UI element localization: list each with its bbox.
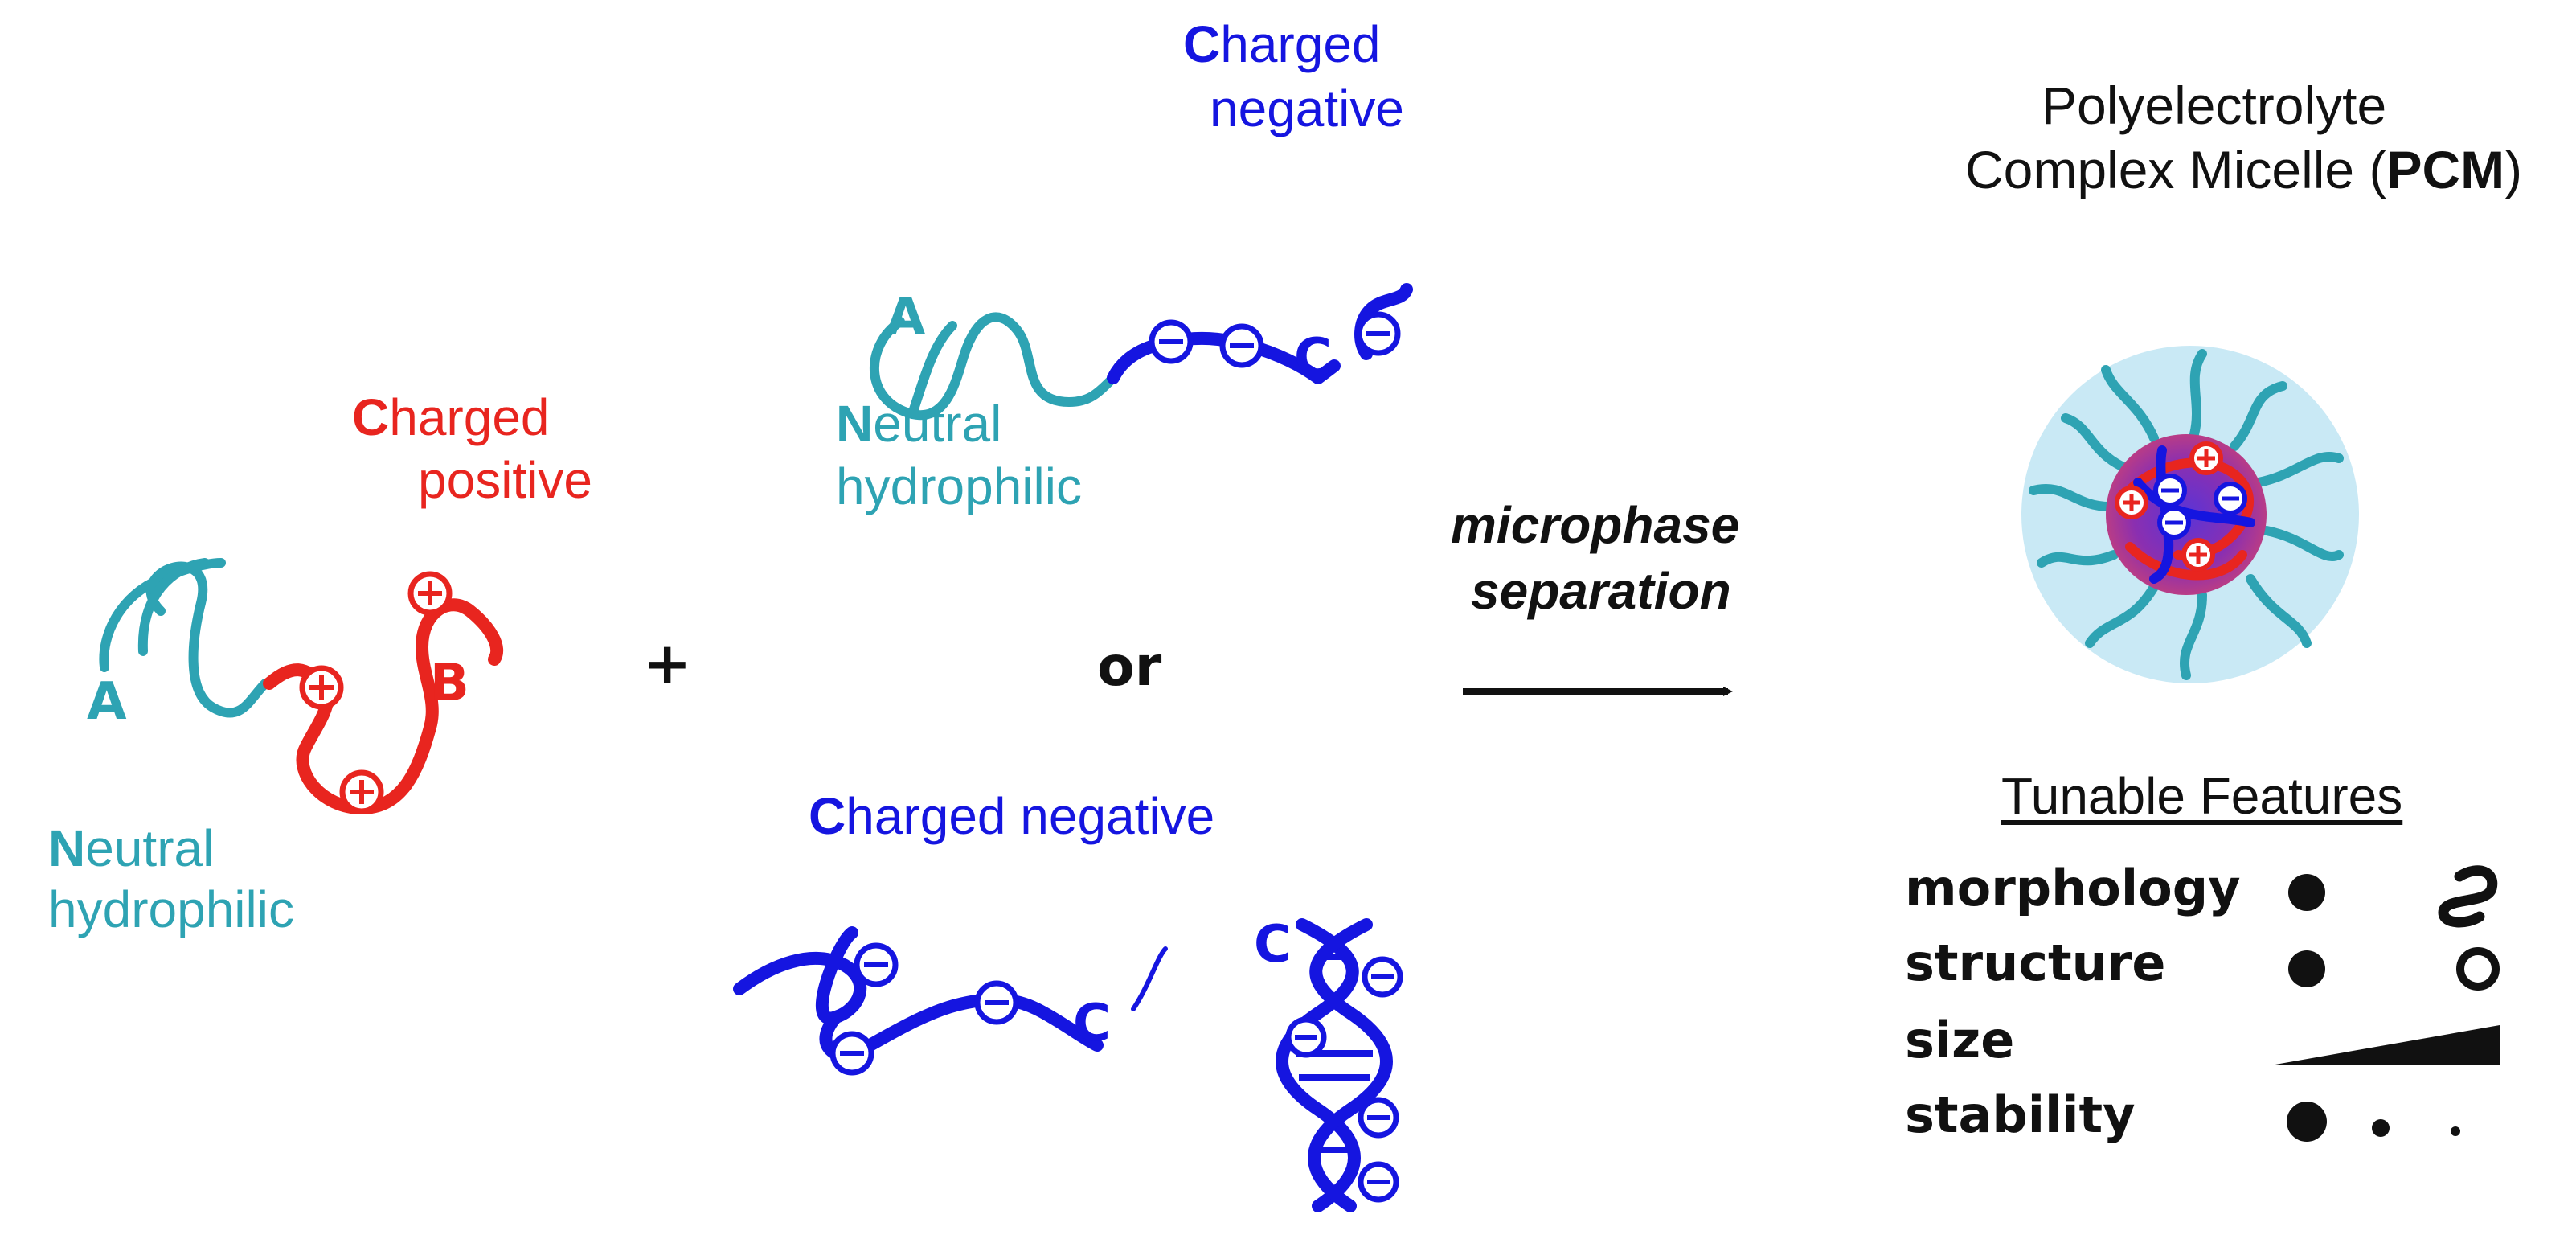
positive-charge-icon	[299, 665, 344, 710]
top-neutral-label-line2: hydrophilic	[836, 457, 1082, 515]
negative-charge-icon	[974, 980, 1019, 1025]
top-block-c-label: C	[1294, 328, 1332, 388]
bottom-charged-label: Charged negative	[809, 787, 1215, 845]
or-text: or	[1097, 635, 1162, 699]
bottom-homopolymer	[733, 918, 1403, 1212]
small-dot-icon	[2451, 1126, 2460, 1136]
feature-structure: structure	[1905, 933, 2166, 992]
negative-charge-icon	[829, 1031, 874, 1076]
vesicle-icon	[2456, 947, 2500, 991]
negative-charge-icon	[2214, 482, 2247, 515]
left-neutral-strand-2	[137, 558, 210, 656]
negative-charge-icon	[1358, 1161, 1399, 1203]
negative-charge-icon	[1358, 1097, 1399, 1139]
medium-dot-icon	[2372, 1119, 2390, 1137]
positive-charge-icon	[407, 571, 453, 616]
negative-charge-icon	[2153, 474, 2187, 507]
filled-core-icon	[2288, 950, 2325, 987]
positive-charge-icon	[2189, 441, 2223, 475]
top-neutral-label: Neutral	[836, 395, 1002, 453]
structure-symbols	[2288, 947, 2500, 991]
feature-stability: stability	[1905, 1085, 2136, 1144]
top-charged-label: Charged	[1183, 15, 1381, 73]
negative-charge-icon	[1362, 956, 1403, 998]
plus-sign: +	[643, 630, 692, 697]
arrow-label-line1: microphase	[1451, 496, 1740, 554]
features-heading: Tunable Features	[2001, 767, 2403, 825]
sphere-icon	[2288, 874, 2325, 911]
left-neutral-block	[99, 558, 270, 718]
top-charged-label-line2: negative	[1210, 80, 1404, 137]
polyelectrolyte-complex-micelle-icon	[2021, 346, 2359, 683]
left-neutral-label: Neutral	[48, 819, 215, 877]
large-dot-icon	[2287, 1102, 2327, 1142]
negative-charge-icon	[1285, 1016, 1327, 1058]
morphology-symbols	[2288, 865, 2498, 928]
arrow-label-line2: separation	[1471, 562, 1731, 620]
stability-symbols	[2287, 1102, 2460, 1142]
top-block-a-label: A	[886, 288, 926, 347]
left-block-a-label: A	[87, 672, 127, 732]
bottom-block-c-label: C	[1073, 994, 1111, 1053]
top-neutral-block	[870, 312, 1118, 421]
negative-charge-icon	[2157, 506, 2191, 540]
feature-size: size	[1905, 1011, 2015, 1069]
top-diblock-polymer	[870, 283, 1413, 421]
left-neutral-label-line2: hydrophilic	[48, 880, 294, 938]
feature-morphology: morphology	[1905, 859, 2241, 917]
positive-charge-icon	[2181, 538, 2215, 572]
micelle-corona-chains	[2029, 349, 2344, 680]
left-charged-label-line2: positive	[418, 451, 592, 509]
negative-charge-icon	[1219, 323, 1264, 368]
dna-block-c-label: C	[1254, 915, 1292, 974]
top-neutral-strand-2	[907, 321, 957, 419]
product-title-line2: Complex Micelle (PCM)	[1965, 140, 2523, 199]
negative-charge-icon	[1149, 319, 1194, 364]
left-block-b-label: B	[430, 654, 469, 713]
size-ramp-icon	[2271, 1025, 2500, 1065]
dna-double-helix-icon	[1276, 918, 1403, 1212]
negative-charge-icon	[1356, 311, 1401, 356]
left-diblock-polymer	[99, 558, 504, 815]
positive-charge-icon	[339, 769, 384, 814]
left-charged-label: Charged	[352, 388, 550, 446]
negative-charge-icon	[854, 942, 899, 987]
bottom-charged-chain	[733, 926, 1104, 1062]
worm-icon	[2438, 865, 2498, 928]
bottom-thin-tail	[1131, 946, 1168, 1011]
product-title-line1: Polyelectrolyte	[2042, 76, 2387, 135]
positive-charge-icon	[2115, 486, 2148, 519]
